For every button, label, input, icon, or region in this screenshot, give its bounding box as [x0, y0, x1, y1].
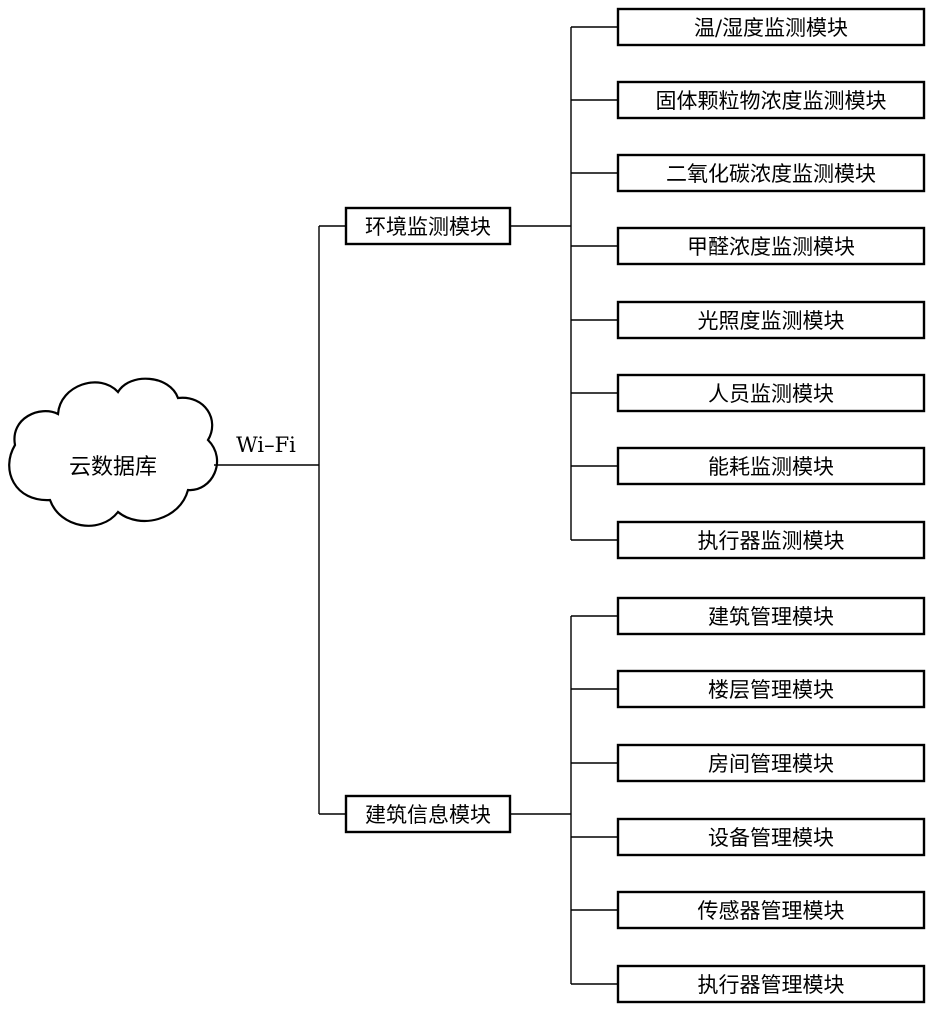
trunk-connectors [214, 225, 346, 815]
child-env-2: 二氧化碳浓度监测模块 [571, 153, 926, 193]
wifi-label: Wi–Fi [236, 433, 296, 457]
cloud-shape-icon [8, 377, 219, 527]
module-label-building: 建筑信息模块 [365, 803, 491, 827]
child-label: 温/湿度监测模块 [694, 16, 848, 40]
child-label: 传感器管理模块 [698, 899, 845, 923]
child-env-3: 甲醛浓度监测模块 [571, 226, 926, 266]
child-label: 建筑管理模块 [708, 605, 834, 629]
child-bldg-1: 楼层管理模块 [571, 669, 926, 709]
child-env-4: 光照度监测模块 [571, 300, 926, 340]
child-box [616, 7, 926, 47]
child-box [616, 817, 926, 857]
child-bldg-2: 房间管理模块 [571, 743, 926, 783]
child-bldg-5: 执行器管理模块 [571, 964, 926, 1004]
cloud-database-node: 云数据库 [8, 377, 219, 527]
child-env-5: 人员监测模块 [571, 373, 926, 413]
child-env-0: 温/湿度监测模块 [571, 7, 926, 47]
module-building: 建筑信息模块 建筑管理模块 楼层管理模块 房间管理模块 设备管理模块 传感器管理… [344, 596, 926, 1004]
cloud-label: 云数据库 [69, 455, 157, 480]
child-env-6: 能耗监测模块 [571, 446, 926, 486]
child-label: 楼层管理模块 [708, 678, 834, 702]
child-box [616, 373, 926, 413]
module-label-environment: 环境监测模块 [365, 215, 491, 239]
child-bldg-4: 传感器管理模块 [571, 890, 926, 930]
child-bldg-0: 建筑管理模块 [571, 596, 926, 636]
child-label: 光照度监测模块 [698, 309, 845, 333]
child-label: 二氧化碳浓度监测模块 [666, 162, 876, 186]
module-environment: 环境监测模块 温/湿度监测模块 固体颗粒物浓度监测模块 二氧化碳浓度监测模块 甲… [344, 7, 926, 560]
child-label: 人员监测模块 [708, 382, 834, 406]
child-label: 甲醛浓度监测模块 [687, 235, 855, 259]
child-box [616, 890, 926, 930]
child-label: 固体颗粒物浓度监测模块 [656, 89, 887, 113]
child-box [616, 669, 926, 709]
child-env-1: 固体颗粒物浓度监测模块 [571, 80, 926, 120]
child-box [616, 446, 926, 486]
child-bldg-3: 设备管理模块 [571, 817, 926, 857]
module-box-environment [344, 206, 512, 246]
child-box [616, 596, 926, 636]
child-box [616, 80, 926, 120]
child-label: 能耗监测模块 [708, 455, 834, 479]
child-env-7: 执行器监测模块 [571, 520, 926, 560]
child-label: 设备管理模块 [708, 826, 834, 850]
child-label: 执行器管理模块 [698, 973, 845, 997]
child-box [616, 226, 926, 266]
child-box [616, 300, 926, 340]
child-box [616, 520, 926, 560]
child-label: 房间管理模块 [708, 752, 834, 776]
child-box [616, 153, 926, 193]
child-label: 执行器监测模块 [698, 529, 845, 553]
child-box [616, 743, 926, 783]
child-box [616, 964, 926, 1004]
